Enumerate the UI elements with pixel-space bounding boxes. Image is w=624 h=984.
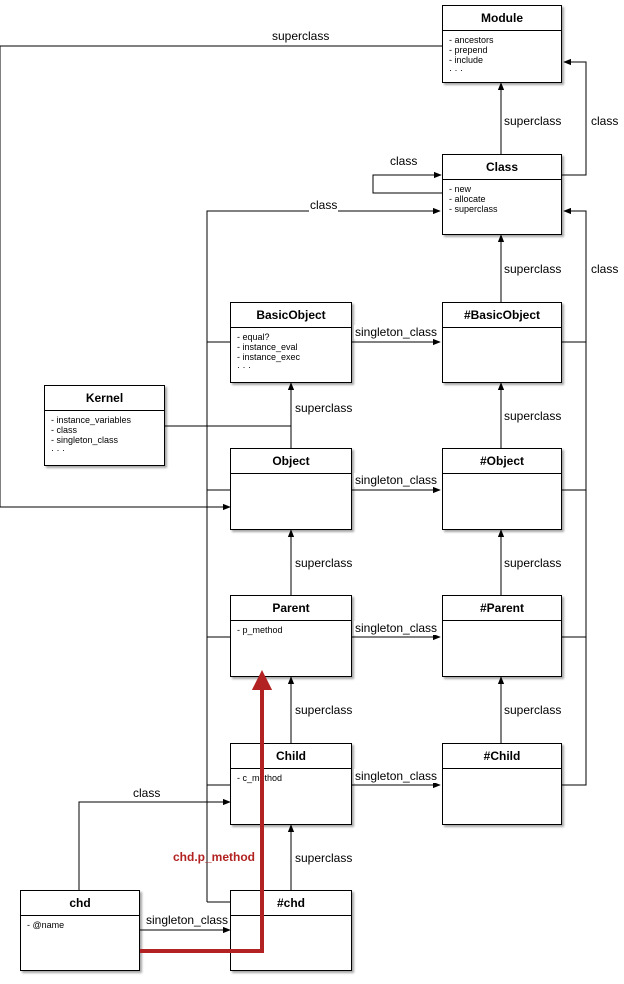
- singletons-class-line: [562, 211, 587, 786]
- label-object-singleton: singleton_class: [354, 473, 439, 487]
- label-right-class: class: [590, 262, 620, 276]
- module-title: Module: [443, 6, 561, 31]
- member: - @name: [27, 920, 65, 930]
- class-title: Class: [443, 155, 561, 180]
- singleton-basicobject-title: #BasicObject: [443, 303, 561, 328]
- label-parent-singleton: singleton_class: [354, 621, 439, 635]
- basicobject-title: BasicObject: [231, 303, 351, 328]
- member: - prepend: [449, 45, 488, 55]
- label-sobject-superclass: superclass: [503, 409, 563, 423]
- singleton-object-title: #Object: [443, 449, 561, 474]
- child-box: Child - c_method: [230, 743, 352, 825]
- member: - instance_eval: [237, 342, 298, 352]
- child-members: - c_method: [231, 769, 351, 783]
- module-to-object-line: [0, 45, 442, 511]
- member: - p_method: [237, 625, 283, 635]
- kernel-title: Kernel: [45, 386, 164, 411]
- basicobject-box: BasicObject - equal? - instance_eval - i…: [230, 302, 352, 383]
- member: · · ·: [449, 65, 463, 75]
- singleton-chd-box: #chd: [230, 890, 352, 971]
- member: - superclass: [449, 204, 498, 214]
- singleton-basicobject-box: #BasicObject: [442, 302, 562, 383]
- label-basicobject-singleton: singleton_class: [354, 325, 439, 339]
- object-title: Object: [231, 449, 351, 474]
- label-module-class: class: [590, 114, 620, 128]
- kernel-members: - instance_variables - class - singleton…: [45, 411, 164, 455]
- class-class-line: [372, 171, 442, 194]
- singleton-object-box: #Object: [442, 448, 562, 530]
- basicobject-members: - equal? - instance_eval - instance_exec…: [231, 328, 351, 372]
- module-class-box: Module - ancestors - prepend - include ·…: [442, 5, 562, 83]
- label-chd-singleton: singleton_class: [145, 913, 230, 927]
- object-box: Object: [230, 448, 352, 530]
- parent-box: Parent - p_method: [230, 595, 352, 677]
- singleton-child-title: #Child: [443, 744, 561, 769]
- label-class-superclass: superclass: [503, 114, 563, 128]
- label-child-singleton: singleton_class: [354, 769, 439, 783]
- singleton-parent-box: #Parent: [442, 595, 562, 677]
- label-sparent-superclass: superclass: [503, 556, 563, 570]
- chd-title: chd: [21, 891, 139, 916]
- module-members: - ancestors - prepend - include · · ·: [443, 31, 561, 75]
- member: · · ·: [51, 445, 65, 455]
- kernel-box: Kernel - instance_variables - class - si…: [44, 385, 165, 466]
- label-parent-superclass: superclass: [294, 556, 354, 570]
- member: - c_method: [237, 773, 283, 783]
- chd-box: chd - @name: [20, 890, 140, 971]
- label-object-superclass: superclass: [294, 401, 354, 415]
- label-module-superclass: superclass: [271, 29, 331, 43]
- class-members: - new - allocate - superclass: [443, 180, 561, 214]
- member: - instance_variables: [51, 415, 132, 425]
- label-method-call: chd.p_method: [173, 850, 256, 864]
- label-sbasicobject-superclass: superclass: [503, 262, 563, 276]
- label-class-class: class: [389, 154, 419, 168]
- parent-members: - p_method: [231, 621, 351, 635]
- label-left-class: class: [309, 198, 339, 212]
- member: - include: [449, 55, 484, 65]
- child-title: Child: [231, 744, 351, 769]
- chd-members: - @name: [21, 916, 139, 930]
- singleton-parent-title: #Parent: [443, 596, 561, 621]
- member: - equal?: [237, 332, 270, 342]
- member: - singleton_class: [51, 435, 119, 445]
- member: · · ·: [237, 362, 251, 372]
- label-chd-class: class: [132, 786, 162, 800]
- singleton-chd-title: #chd: [231, 891, 351, 916]
- module-class-line: [562, 58, 587, 176]
- label-schild-superclass: superclass: [503, 703, 563, 717]
- member: - class: [51, 425, 78, 435]
- class-class-box: Class - new - allocate - superclass: [442, 154, 562, 235]
- member: - instance_exec: [237, 352, 301, 362]
- label-schd-superclass: superclass: [294, 851, 354, 865]
- parent-title: Parent: [231, 596, 351, 621]
- member: - ancestors: [449, 35, 494, 45]
- singleton-child-box: #Child: [442, 743, 562, 825]
- member: - new: [449, 184, 472, 194]
- member: - allocate: [449, 194, 486, 204]
- label-child-superclass: superclass: [294, 703, 354, 717]
